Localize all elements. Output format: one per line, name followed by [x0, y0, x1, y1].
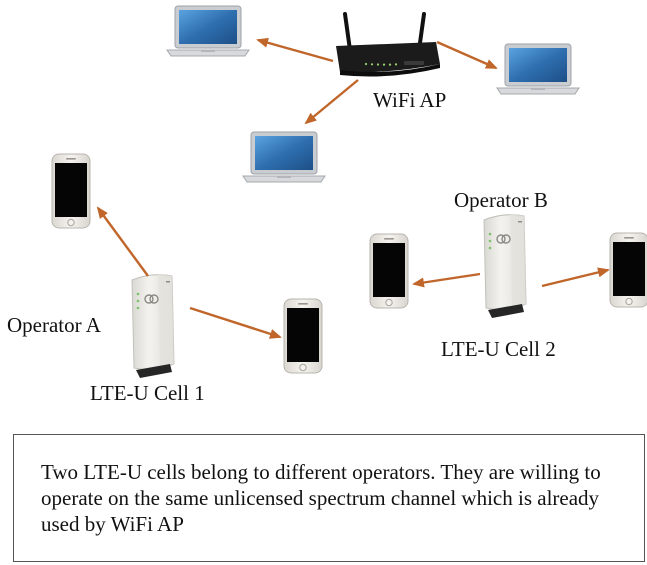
arrow	[256, 37, 334, 63]
laptop-icon	[166, 5, 250, 57]
arrow	[304, 79, 359, 125]
laptop-icon	[496, 43, 580, 95]
laptop-icon	[242, 131, 326, 183]
phone-icon	[369, 233, 409, 309]
small-cell-icon	[131, 273, 175, 379]
lte-u-cell-1-label: LTE-U Cell 1	[90, 381, 205, 405]
phone-icon	[283, 298, 323, 374]
arrow	[412, 272, 481, 288]
lte-u-cell-2-label: LTE-U Cell 2	[441, 337, 556, 361]
arrow	[541, 267, 610, 288]
wifi-ap-label: WiFi AP	[373, 88, 447, 112]
wifi-router-icon	[336, 12, 440, 77]
arrow	[96, 206, 149, 277]
arrow	[436, 40, 498, 70]
caption-text: Two LTE-U cells belong to different oper…	[41, 460, 601, 536]
phone-icon	[609, 232, 647, 308]
operator-a-label: Operator A	[7, 313, 101, 337]
operator-b-label: Operator B	[454, 188, 548, 212]
arrow	[189, 306, 282, 339]
small-cell-icon	[483, 213, 527, 319]
phone-icon	[51, 153, 91, 229]
caption-box: Two LTE-U cells belong to different oper…	[13, 434, 645, 562]
